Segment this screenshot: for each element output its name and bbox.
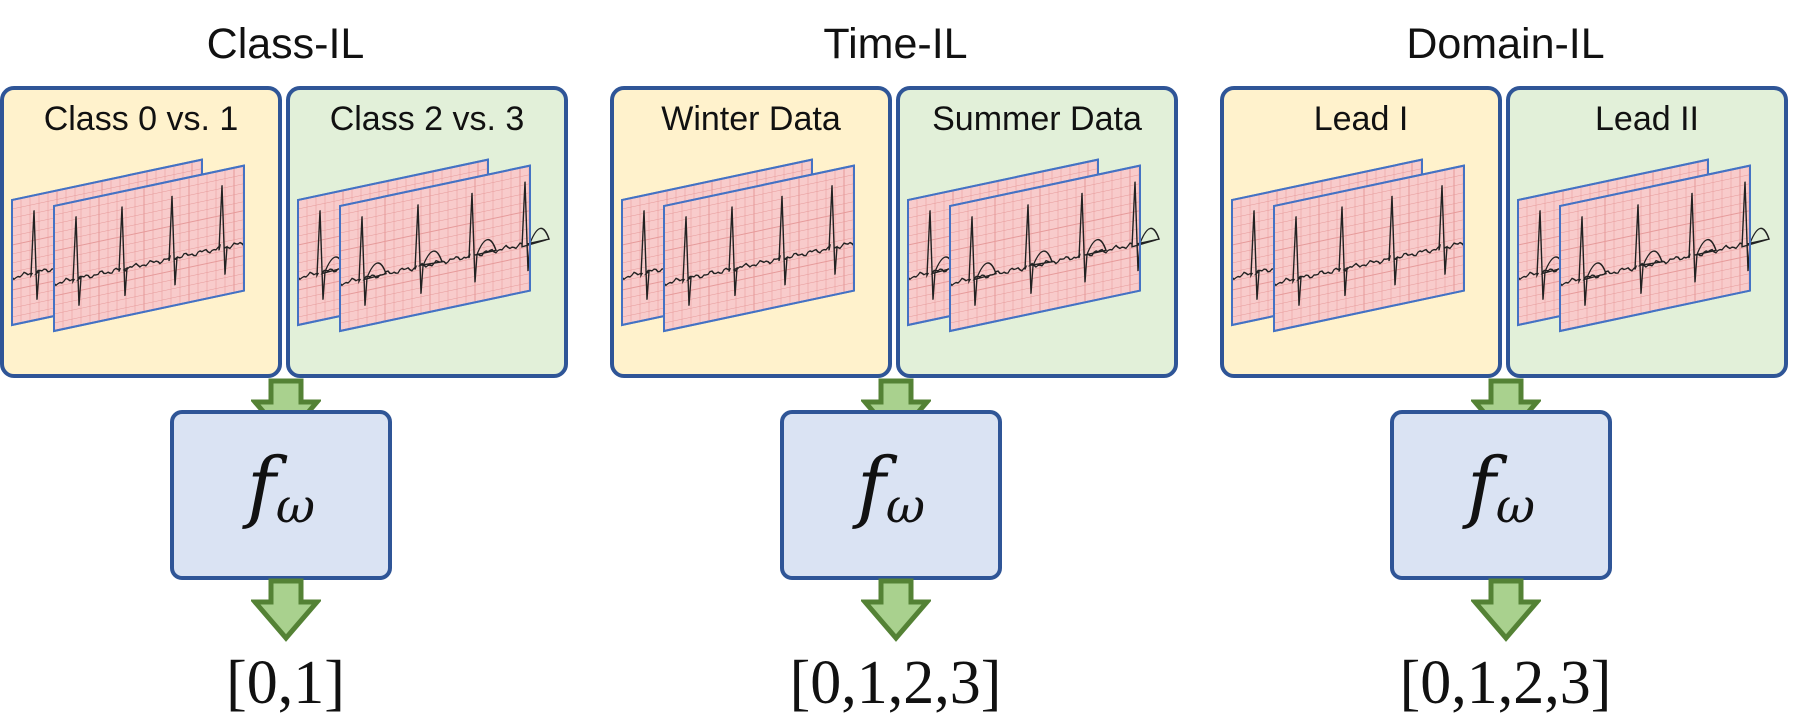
group-class-il: Class-IL Class 0 vs. 1 Class 2 vs. 3 fω … [0, 0, 571, 724]
group-title: Class-IL [206, 20, 365, 68]
task-panel-winter-data: Winter Data [610, 86, 892, 378]
model-box: fω [1390, 410, 1612, 580]
task-label: Lead I [1313, 100, 1409, 138]
down-arrow-icon [251, 578, 321, 642]
ecg-strip-icon [297, 158, 550, 333]
group-time-il: Time-IL Winter Data Summer Data fω [0,1,… [610, 0, 1181, 724]
task-label: Summer Data [932, 100, 1142, 138]
model-symbol: fω [1394, 442, 1608, 535]
ecg-strip-icon [1231, 158, 1465, 333]
model-box: fω [780, 410, 1002, 580]
model-function-letter: f [246, 442, 276, 532]
task-label: Class 0 vs. 1 [43, 100, 239, 138]
output-labels: [0,1] [226, 649, 345, 717]
task-label: Winter Data [661, 100, 841, 138]
model-subscript: ω [275, 478, 315, 535]
group-title: Time-IL [823, 20, 968, 68]
group-title: Domain-IL [1406, 20, 1605, 68]
task-panel-lead-i: Lead I [1220, 86, 1502, 378]
down-arrow-icon [861, 578, 931, 642]
task-panel-class-0-vs-1: Class 0 vs. 1 [0, 86, 282, 378]
task-panel-summer-data: Summer Data [896, 86, 1178, 378]
ecg-strip-icon [907, 158, 1160, 333]
model-box: fω [170, 410, 392, 580]
model-symbol: fω [174, 442, 388, 535]
task-label: Class 2 vs. 3 [329, 100, 525, 138]
down-arrow-icon [1471, 578, 1541, 642]
output-labels: [0,1,2,3] [1399, 649, 1612, 717]
ecg-strip-icon [11, 158, 245, 333]
model-function-letter: f [1466, 442, 1496, 532]
ecg-strip-icon [1517, 158, 1770, 333]
task-label: Lead II [1595, 100, 1699, 138]
model-subscript: ω [1495, 478, 1535, 535]
task-panel-class-2-vs-3: Class 2 vs. 3 [286, 86, 568, 378]
output-labels: [0,1,2,3] [789, 649, 1002, 717]
model-symbol: fω [784, 442, 998, 535]
model-function-letter: f [856, 442, 886, 532]
group-domain-il: Domain-IL Lead I Lead II fω [0,1,2,3] [1220, 0, 1791, 724]
ecg-strip-icon [621, 158, 855, 333]
model-subscript: ω [885, 478, 925, 535]
task-panel-lead-ii: Lead II [1506, 86, 1788, 378]
